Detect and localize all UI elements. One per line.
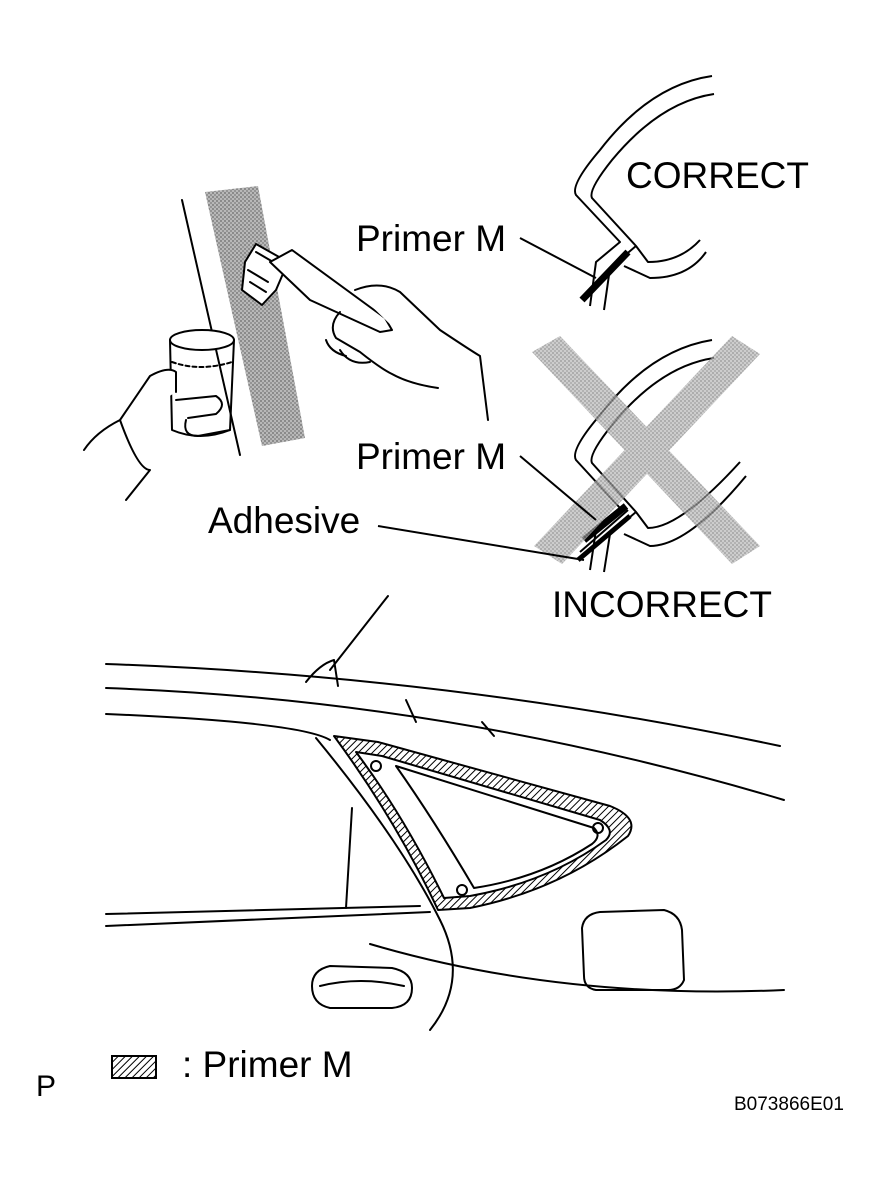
cross-out-icon bbox=[532, 336, 760, 564]
primer-label-incorrect: Primer M bbox=[356, 436, 507, 477]
correct-cross-section bbox=[574, 75, 715, 311]
primer-label-correct: Primer M bbox=[356, 218, 507, 259]
legend-text: : Primer M bbox=[182, 1044, 353, 1085]
corner-letter: P bbox=[36, 1070, 57, 1103]
brush-application-illustration bbox=[83, 186, 489, 501]
incorrect-label: INCORRECT bbox=[552, 584, 772, 625]
correct-label: CORRECT bbox=[626, 155, 809, 196]
primer-leader-line-correct bbox=[519, 237, 597, 279]
adhesive-label: Adhesive bbox=[208, 500, 361, 541]
hatched-swatch-icon bbox=[111, 1055, 157, 1079]
vehicle-side-view bbox=[105, 595, 785, 1031]
primer-leader-line-incorrect bbox=[519, 455, 597, 521]
adhesive-leader-line bbox=[377, 525, 585, 561]
figure-code: B073866E01 bbox=[734, 1094, 844, 1115]
